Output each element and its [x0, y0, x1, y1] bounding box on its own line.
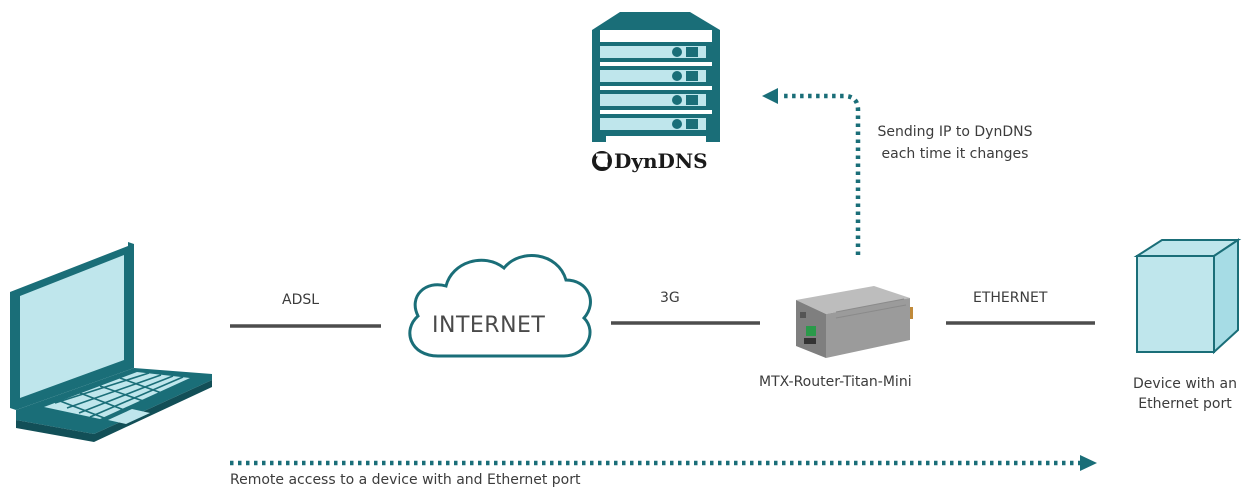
dyndns-note-line-1: Sending IP to DynDNS [877, 124, 1033, 140]
adsl-label: ADSL [282, 292, 320, 308]
remote-access-arrow [230, 455, 1097, 471]
router-device-icon [796, 286, 913, 358]
dyndns-note-line-2: each time it changes [881, 146, 1029, 162]
device-label: Device with an Ethernet port [1120, 374, 1250, 414]
dyndns-logo-icon [592, 151, 612, 171]
ethernet-label: ETHERNET [973, 290, 1048, 306]
internet-label: INTERNET [432, 313, 546, 338]
cube-icon [1133, 238, 1242, 355]
cloud-icon [408, 254, 592, 358]
server-rack-icon [592, 12, 720, 142]
laptop-icon [10, 242, 212, 442]
remote-access-caption: Remote access to a device with and Ether… [230, 472, 581, 488]
device-label-line-1: Device with an [1133, 376, 1237, 392]
arrowhead-right-icon [1080, 455, 1097, 471]
arrowhead-left-icon [762, 88, 778, 104]
router-label: MTX-Router-Titan-Mini [759, 374, 912, 390]
dyndns-note: Sending IP to DynDNS each time it change… [872, 121, 1038, 165]
dyndns-update-arrow [762, 88, 861, 255]
dyndns-logo-text: DynDNS [614, 149, 708, 173]
3g-label: 3G [660, 290, 680, 306]
device-label-line-2: Ethernet port [1138, 396, 1232, 412]
